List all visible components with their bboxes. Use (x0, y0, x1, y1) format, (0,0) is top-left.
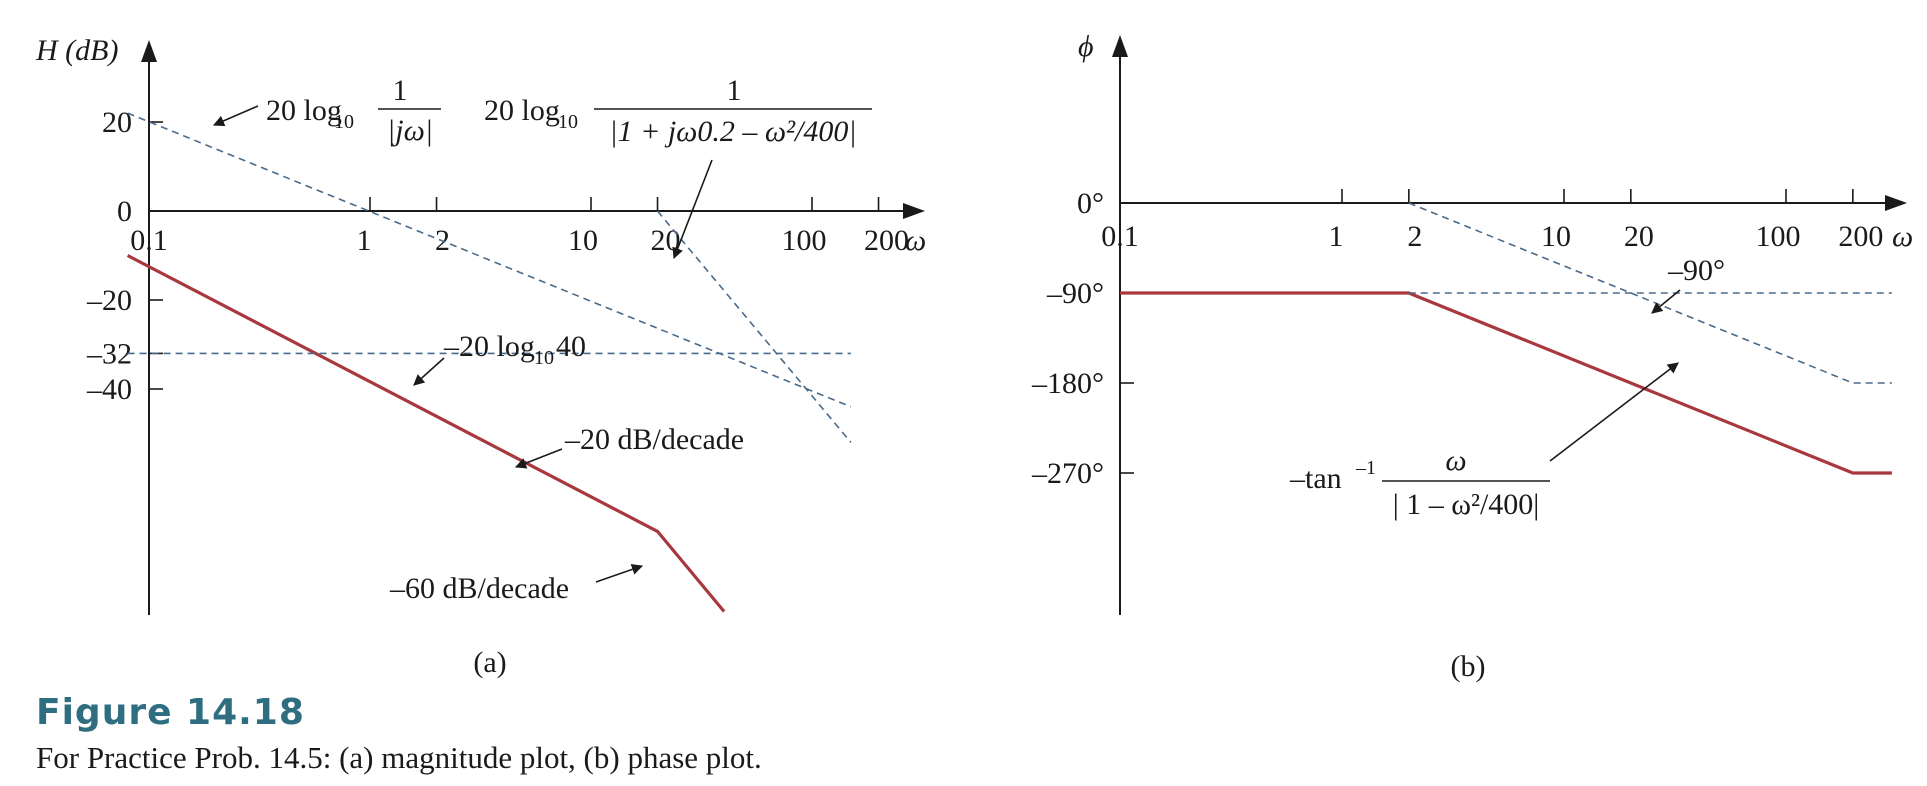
x-tick-label: 100 (782, 224, 827, 257)
panel-b-label: (b) (1451, 650, 1486, 683)
annotation-arctan: –tan –1 ω | 1 – ω²/400| (1289, 362, 1679, 521)
ann-slope2-text: –60 dB/decade (389, 572, 569, 605)
y-tick-label: 20 (102, 106, 132, 139)
x-tick-label: 100 (1756, 220, 1801, 253)
figure-caption: For Practice Prob. 14.5: (a) magnitude p… (36, 740, 762, 775)
panel-b-ylabel: ϕ (1078, 30, 1094, 63)
ann-arctan-den: | 1 – ω²/400| (1393, 488, 1540, 521)
panel-a-ylabel-H: H (dB) (35, 34, 118, 67)
ann-pole-origin-text: 20 log (266, 94, 342, 127)
panel-a-label: (a) (473, 646, 506, 679)
panel-b-xlabel: ω (1892, 220, 1913, 253)
x-tick-label: 200 (864, 224, 909, 257)
panel-a-ylabel: H (dB) (35, 34, 118, 67)
panel-a-xlabel: ω (905, 224, 926, 257)
figure-title: Figure 14.18 (36, 692, 305, 733)
ann-constant-rest: 40 (556, 330, 586, 363)
series-total-line (126, 254, 726, 613)
ann-quadratic-den: |1 + jω0.2 – ω²/400| (609, 115, 856, 148)
ann-minus90-text: –90° (1667, 254, 1725, 287)
panel-a-y-arrow (141, 40, 157, 62)
y-tick-label: –20 (86, 284, 132, 317)
y-tick-label: 0° (1077, 187, 1104, 220)
ann-quadratic-num: 1 (727, 74, 742, 107)
y-tick-label: 0 (117, 195, 132, 228)
ann-constant-text: –20 log (443, 330, 535, 363)
ann-slope1-text: –20 dB/decade (564, 423, 744, 456)
ann-constant-sub: 10 (534, 347, 554, 369)
ann-pole-origin-den: |jω| (387, 114, 433, 147)
y-tick-label: –40 (86, 373, 132, 406)
annotation-slope1: –20 dB/decade (514, 423, 744, 469)
x-tick-label: 200 (1838, 220, 1883, 253)
panel-b-x-arrow (1885, 195, 1907, 211)
x-tick-label: 10 (568, 224, 598, 257)
annotation-pole-origin: 20 log 10 1 |jω| (212, 74, 441, 147)
panel-b: ϕ ω 0.1 1 2 10 20 100 200 0° –90° –180° –270° –90… (1031, 30, 1913, 683)
panel-b-y-arrow (1112, 35, 1128, 57)
panel-a-x-arrow (903, 203, 925, 219)
y-tick-label: –32 (86, 337, 132, 370)
series-asymptote-line (127, 112, 852, 408)
x-tick-label: 0.1 (1101, 220, 1139, 253)
annotation-quadratic: 20 log 10 1 |1 + jω0.2 – ω²/400| (484, 74, 872, 260)
x-tick-label: 10 (1541, 220, 1571, 253)
ann-pole-origin-sub: 10 (334, 111, 354, 133)
annotation-constant: –20 log 10 40 (413, 330, 586, 386)
y-tick-label: –270° (1031, 457, 1104, 490)
x-tick-label: 1 (357, 224, 372, 257)
annotation-slope2: –60 dB/decade (389, 564, 644, 605)
y-tick-label: –90° (1046, 277, 1104, 310)
series-total-line (1120, 291, 1892, 475)
ann-arctan-sup: –1 (1355, 457, 1376, 479)
x-tick-label: 20 (1624, 220, 1654, 253)
x-tick-label: 0.1 (130, 224, 168, 257)
ann-quadratic-sub: 10 (558, 111, 578, 133)
series-asymptote-line (656, 210, 852, 443)
ann-pole-origin-num: 1 (393, 74, 408, 107)
y-tick-label: –180° (1031, 367, 1104, 400)
x-tick-label: 2 (1407, 220, 1422, 253)
series-asymptote-line (1408, 202, 1892, 384)
ann-arctan-text: –tan (1289, 462, 1342, 495)
x-tick-label: 1 (1329, 220, 1344, 253)
ann-arctan-num: ω (1445, 444, 1466, 477)
ann-quadratic-text: 20 log (484, 94, 560, 127)
annotation-minus90: –90° (1651, 254, 1725, 314)
